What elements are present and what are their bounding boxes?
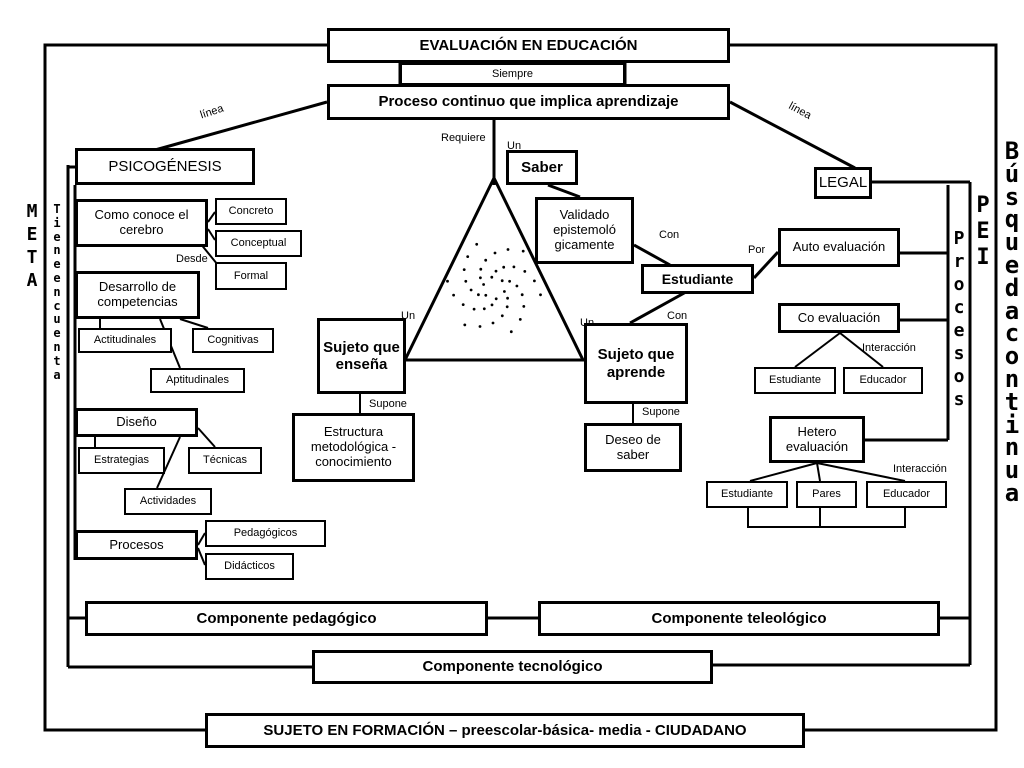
spiral-dot xyxy=(503,290,506,293)
spiral-dot xyxy=(512,265,516,269)
spiral-dot xyxy=(491,321,495,325)
componente-pedagogico: Componente pedagógico xyxy=(85,601,488,636)
spiral-dot xyxy=(502,265,506,269)
co-estudiante-node: Estudiante xyxy=(754,367,836,394)
interaccion-label-2: Interacción xyxy=(893,463,947,475)
actitudinales-node: Actitudinales xyxy=(78,328,172,353)
spiral-decoration xyxy=(446,242,542,334)
deseo-node: Deseo de saber xyxy=(584,423,682,472)
pedagogicos-node: Pedagógicos xyxy=(205,520,326,547)
con-label-2: Con xyxy=(667,310,688,322)
supone-label-left: Supone xyxy=(369,398,407,410)
estructura-node: Estructura metodológica - conocimiento xyxy=(292,413,415,482)
spiral-dot xyxy=(522,305,526,308)
estrategias-node: Estrategias xyxy=(78,447,165,474)
spiral-dot xyxy=(472,307,476,311)
spiral-dot xyxy=(475,242,479,246)
spiral-dot xyxy=(479,276,482,280)
spiral-dot xyxy=(490,275,494,279)
spiral-dot xyxy=(493,251,497,255)
componente-teleologico: Componente teleológico xyxy=(538,601,940,636)
spiral-dot xyxy=(515,284,519,288)
spiral-dot xyxy=(464,279,468,283)
legal-node: LEGAL xyxy=(814,167,872,199)
didacticos-node: Didácticos xyxy=(205,553,294,580)
cognitivas-node: Cognitivas xyxy=(192,328,274,353)
spiral-dot xyxy=(452,293,455,297)
vertical-tiene-en-cuenta: Tiene en cuenta xyxy=(53,202,61,382)
spiral-dot xyxy=(533,279,536,283)
componente-tecnologico: Componente tecnológico xyxy=(312,650,713,684)
sujeto-formacion: SUJETO EN FORMACIÓN – preescolar-básica-… xyxy=(205,713,805,748)
spiral-dot xyxy=(478,325,482,328)
spiral-dot xyxy=(466,255,470,258)
spiral-dot xyxy=(484,293,488,297)
spiral-dot xyxy=(482,283,485,286)
spiral-dot xyxy=(500,279,504,283)
validado-node: Validado epistemoló gicamente xyxy=(535,197,634,264)
interaccion-label-1: Interacción xyxy=(862,342,916,354)
concreto-node: Concreto xyxy=(215,198,287,225)
spiral-dot xyxy=(477,293,480,297)
spiral-dot xyxy=(482,307,486,311)
vertical-busqueda-continua: Búsqueda continua xyxy=(1004,137,1020,507)
como-conoce-node: Como conoce el cerebro xyxy=(75,199,208,247)
spiral-dot xyxy=(463,323,467,327)
spiral-dot xyxy=(462,268,466,271)
spiral-dot xyxy=(508,279,511,283)
spiral-dot xyxy=(520,293,524,297)
hetero-educador-node: Educador xyxy=(866,481,947,508)
hetero-pares-node: Pares xyxy=(796,481,857,508)
spiral-dot xyxy=(509,330,513,334)
por-label: Por xyxy=(748,244,766,256)
vertical-meta: META xyxy=(26,201,38,291)
sujeto-aprende-node: Sujeto que aprende xyxy=(584,323,688,404)
hetero-estudiante-node: Estudiante xyxy=(706,481,788,508)
procesos-node: Procesos xyxy=(75,530,198,560)
hetero-evaluacion-node: Hetero evaluación xyxy=(769,416,865,463)
spiral-dot xyxy=(494,269,498,273)
spiral-dot xyxy=(506,296,509,300)
spiral-dot xyxy=(518,318,522,321)
supone-label-right: Supone xyxy=(642,406,680,418)
spiral-dot xyxy=(490,303,494,307)
conceptual-node: Conceptual xyxy=(215,230,302,257)
spiral-dot xyxy=(461,303,465,306)
spiral-dot xyxy=(506,248,510,251)
desde-label: Desde xyxy=(176,253,208,265)
spiral-dot xyxy=(484,258,488,262)
vertical-pei: PEI xyxy=(976,193,990,270)
siempre-label: Siempre xyxy=(400,63,625,85)
spiral-dot xyxy=(494,297,498,301)
spiral-dot xyxy=(446,279,449,283)
spiral-dot xyxy=(505,305,509,309)
co-evaluacion-node: Co evaluación xyxy=(778,303,900,333)
actividades-node: Actividades xyxy=(124,488,212,515)
tecnicas-node: Técnicas xyxy=(188,447,262,474)
aptitudinales-node: Aptitudinales xyxy=(150,368,245,393)
sujeto-ensena-node: Sujeto que enseña xyxy=(317,318,406,394)
estudiante-node: Estudiante xyxy=(641,264,754,294)
spiral-dot xyxy=(500,314,504,318)
proceso-continuo: Proceso continuo que implica aprendizaje xyxy=(327,84,730,120)
con-label-1: Con xyxy=(659,229,680,241)
spiral-dot xyxy=(539,293,542,297)
saber-node: Saber xyxy=(506,150,578,185)
title-evaluacion: EVALUACIÓN EN EDUCACIÓN xyxy=(327,28,730,63)
auto-evaluacion-node: Auto evaluación xyxy=(778,228,900,267)
diseno-node: Diseño xyxy=(75,408,198,437)
desarrollo-node: Desarrollo de competencias xyxy=(75,271,200,319)
un-saber-label: Un xyxy=(507,140,522,152)
formal-node: Formal xyxy=(215,262,287,290)
vertical-procesos: Procesos xyxy=(953,228,965,410)
psicogenesis-node: PSICOGÉNESIS xyxy=(75,148,255,185)
spiral-dot xyxy=(479,267,483,271)
spiral-dot xyxy=(469,288,473,292)
spiral-dot xyxy=(523,270,527,273)
requiere-label: Requiere xyxy=(441,132,486,144)
co-educador-node: Educador xyxy=(843,367,923,394)
spiral-dot xyxy=(521,249,525,253)
